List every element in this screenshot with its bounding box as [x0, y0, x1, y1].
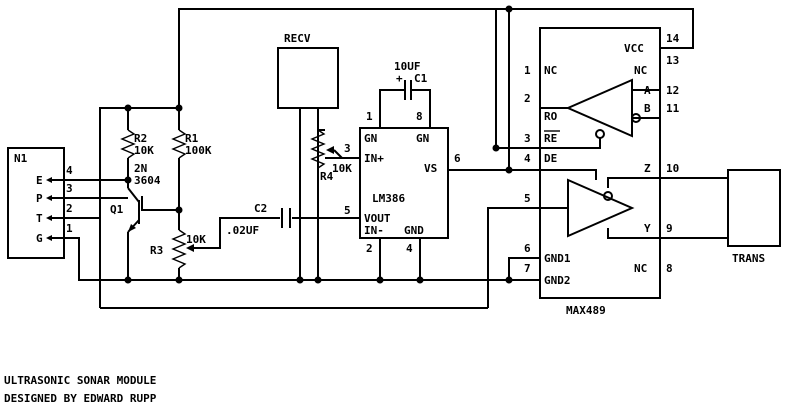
max489-pin-label: A	[644, 84, 651, 97]
lm386-vs: VS	[424, 162, 437, 175]
lm386-gn-left: GN	[364, 132, 377, 145]
receiver-buffer	[565, 78, 633, 138]
max489-pin-num: 5	[524, 192, 531, 205]
capacitor-c1: 10UF + C1	[394, 60, 428, 100]
r2-value: 10K	[134, 144, 154, 157]
lm386-pin5: 5	[344, 204, 351, 217]
lm386-pin1: 1	[366, 110, 373, 123]
r3-ref: R3	[150, 244, 163, 257]
max489-pin-num: 7	[524, 262, 531, 275]
n1-pin-label: T	[36, 212, 43, 225]
trans-transducer: TRANS	[727, 169, 781, 265]
max489-chip: 1 NC 2 RO 3 RE 4 DE 5 6 GND1 7 GND2 14 V…	[524, 27, 680, 317]
max489-pin-label: Z	[644, 162, 651, 175]
n1-pin-label: G	[36, 232, 43, 245]
capacitor-c2: C2 .02UF	[226, 202, 291, 237]
lm386-pin4: 4	[406, 242, 413, 255]
n1-connector: N1 4 E 3 P 2 T 1 G	[7, 147, 73, 259]
r1-value: 100K	[185, 144, 212, 157]
c2-ref: C2	[254, 202, 267, 215]
potentiometer-r4: 3 R4 10K	[310, 129, 352, 183]
potentiometer-r3: R3 10K	[150, 229, 206, 269]
schematic-title: ULTRASONIC SONAR MODULE	[4, 374, 156, 387]
n1-ref: N1	[14, 152, 28, 165]
max489-pin-label: RE	[544, 132, 557, 145]
c1-plus: +	[396, 72, 403, 85]
r4-ref: R4	[320, 170, 334, 183]
n1-pin-num: 4	[66, 164, 73, 177]
n1-pin-num: 3	[66, 182, 73, 195]
max489-pin-num: 13	[666, 54, 679, 67]
c2-value: .02UF	[226, 224, 259, 237]
lm386-pin2: 2	[366, 242, 373, 255]
c1-ref: C1	[414, 72, 428, 85]
max489-pin-num: 11	[666, 102, 680, 115]
r2-ref: R2	[134, 132, 147, 145]
lm386-pin8: 8	[416, 110, 423, 123]
max489-pin-num: 10	[666, 162, 679, 175]
recv-transducer: RECV	[277, 32, 339, 109]
max489-pin-label: DE	[544, 152, 557, 165]
max489-pin-label: GND1	[544, 252, 571, 265]
lm386-name: LM386	[372, 192, 405, 205]
max489-pin-num: 1	[524, 64, 531, 77]
r3-value: 10K	[186, 233, 206, 246]
n1-pin-label: E	[36, 174, 43, 187]
max489-pin-num: 2	[524, 92, 531, 105]
lm386-in-minus: IN-	[364, 224, 384, 237]
max489-pin-label: GND2	[544, 274, 571, 287]
max489-pin-label: VCC	[624, 42, 644, 55]
max489-pin-label: B	[644, 102, 651, 115]
lm386-gn-right: GN	[416, 132, 429, 145]
driver-buffer	[567, 178, 635, 238]
max489-pin-label: Y	[644, 222, 651, 235]
recv-label: RECV	[284, 32, 311, 45]
max489-pin-label: NC	[634, 64, 647, 77]
lm386-chip: 1 8 GN GN IN+ VS 6 LM386 5 VOUT IN- GND …	[344, 110, 461, 255]
r1-ref: R1	[185, 132, 199, 145]
junctions	[124, 5, 513, 284]
max489-pin-num: 14	[666, 32, 680, 45]
schematic-subtitle: DESIGNED BY EDWARD RUPP	[4, 392, 157, 405]
max489-pin-label: NC	[634, 262, 647, 275]
n1-pin-num: 2	[66, 202, 73, 215]
max489-pin-label: RO	[544, 110, 558, 123]
wires	[64, 8, 728, 309]
trans-label: TRANS	[732, 252, 765, 265]
n1-pin-num: 1	[66, 222, 73, 235]
n1-pin-label: P	[36, 192, 43, 205]
title-block: ULTRASONIC SONAR MODULE DESIGNED BY EDWA…	[4, 374, 157, 405]
max489-pin-num: 4	[524, 152, 531, 165]
r4-value: 10K	[332, 162, 352, 175]
max489-pin-num: 9	[666, 222, 673, 235]
resistor-r1: R1 100K	[171, 129, 212, 159]
lm386-in-plus: IN+	[364, 152, 384, 165]
c1-value: 10UF	[394, 60, 421, 73]
resistor-r2: R2 10K	[120, 129, 154, 159]
lm386-vout: VOUT	[364, 212, 391, 225]
max489-pin-label: NC	[544, 64, 557, 77]
r4-pin: 3	[344, 142, 351, 155]
max489-pin-num: 12	[666, 84, 679, 97]
max489-pin-num: 6	[524, 242, 531, 255]
max489-name: MAX489	[566, 304, 606, 317]
max489-pin-num: 3	[524, 132, 531, 145]
max489-pin-num: 8	[666, 262, 673, 275]
transistor-q1: 2N 3604 Q1	[110, 162, 161, 233]
q1-part: 2N	[134, 162, 147, 175]
lm386-gnd: GND	[404, 224, 424, 237]
q1-part2: 3604	[134, 174, 161, 187]
q1-ref: Q1	[110, 203, 124, 216]
lm386-pin6: 6	[454, 152, 461, 165]
